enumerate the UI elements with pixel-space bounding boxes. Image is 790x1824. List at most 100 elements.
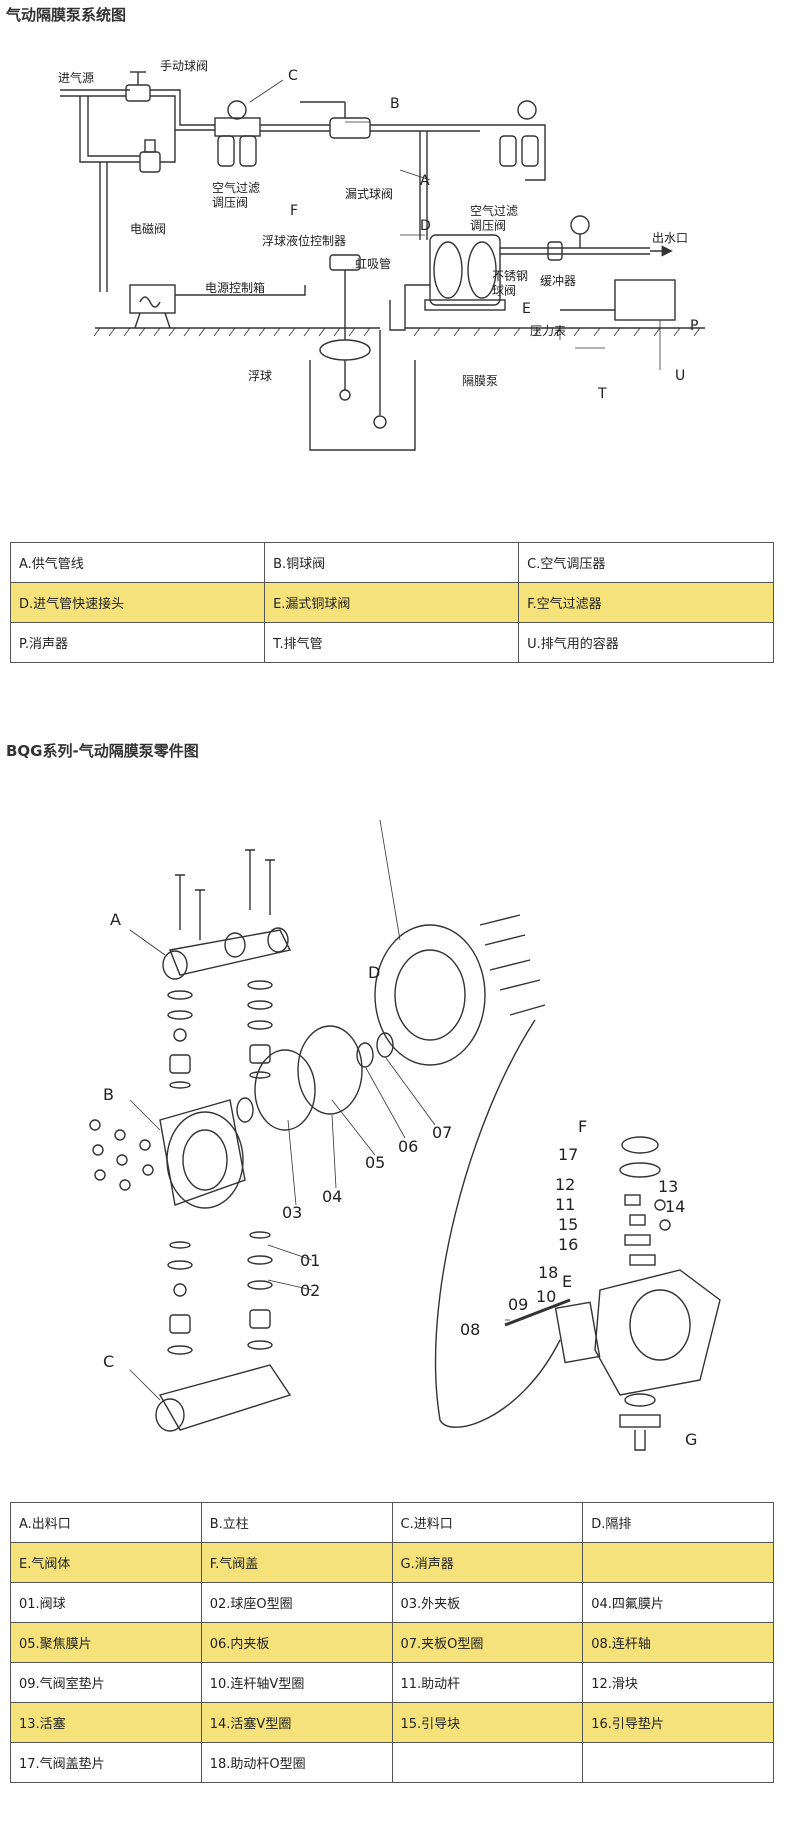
parts-label-01: 01 — [300, 1251, 320, 1270]
legend-cell: 14.活塞V型圈 — [200, 1702, 393, 1743]
right-column-parts — [247, 980, 273, 1079]
diaphragm-plates — [236, 1025, 394, 1131]
power-control-box — [129, 284, 306, 329]
label-a: A — [420, 173, 430, 189]
label-manual-ball-valve: 手动球阀 — [160, 59, 208, 73]
label-c: C — [288, 68, 298, 84]
parts-label-11: 11 — [555, 1195, 575, 1214]
legend-cell: E.气阀体 — [10, 1542, 202, 1583]
table-row: A.出料口 B.立柱 C.进料口 D.隔排 — [10, 1502, 774, 1543]
label-leak-ball-valve: 漏式球阀 — [345, 187, 393, 201]
parts-label-c: C — [103, 1352, 114, 1371]
legend-cell: D.进气管快速接头 — [9, 582, 266, 623]
pump-body — [424, 234, 506, 311]
parts-label-18: 18 — [538, 1263, 558, 1282]
legend-cell: 10.连杆轴V型圈 — [200, 1662, 393, 1703]
parts-label-12: 12 — [555, 1175, 575, 1194]
parts-leader-lines — [129, 820, 510, 1401]
parts-label-b: B — [103, 1085, 114, 1104]
legend-cell: 11.助动杆 — [391, 1662, 584, 1703]
leader-lines — [249, 79, 661, 370]
label-e: E — [522, 301, 531, 317]
label-filter-regulator-right: 空气过滤调压阀 — [470, 203, 518, 232]
parts-label-10: 10 — [536, 1287, 556, 1306]
table-row: 17.气阀盖垫片 18.助动杆O型圈 — [10, 1742, 774, 1783]
parts-label-g: G — [685, 1430, 697, 1449]
parts-label-16: 16 — [558, 1235, 578, 1254]
solenoid-valve — [139, 139, 161, 173]
parts-title: BQG系列-气动隔膜泵零件图 — [6, 742, 199, 760]
legend-cell: 18.助动杆O型圈 — [200, 1742, 393, 1783]
label-d: D — [420, 218, 431, 234]
legend-cell: 08.连杆轴 — [582, 1622, 774, 1663]
filter-regulator-left — [214, 100, 261, 167]
parts-label-03: 03 — [282, 1203, 302, 1222]
label-float-ball: 浮球 — [248, 369, 272, 383]
side-bolts — [479, 914, 546, 1016]
pump-center-body — [159, 1099, 246, 1209]
parts-label-09: 09 — [508, 1295, 528, 1314]
legend-cell: U.排气用的容器 — [518, 622, 774, 663]
valve-gasket — [554, 1301, 601, 1364]
left-column-parts — [167, 990, 193, 1089]
label-pressure-gauge: 压力表 — [530, 324, 566, 338]
valve-small-parts — [624, 1194, 671, 1266]
legend-cell: 02.球座O型圈 — [200, 1582, 393, 1623]
table-row: E.气阀体 F.气阀盖 G.消声器 — [10, 1542, 774, 1583]
legend-cell: B.铜球阀 — [264, 542, 520, 583]
air-chamber-cover — [374, 924, 486, 1066]
inlet-manifold — [155, 1364, 292, 1432]
table-row: P.消声器 T.排气管 U.排气用的容器 — [9, 622, 774, 663]
label-u: U — [675, 368, 685, 384]
parts-label-a: A — [110, 910, 121, 929]
parts-label-17: 17 — [558, 1145, 578, 1164]
label-p: P — [690, 318, 698, 334]
legend-cell: A.出料口 — [10, 1502, 202, 1543]
filter-regulator-right — [499, 100, 539, 167]
label-inlet-air: 进气源 — [58, 70, 94, 85]
legend-cell: 05.聚焦膜片 — [10, 1622, 202, 1663]
system-legend-table: A.供气管线 B.铜球阀 C.空气调压器 D.进气管快速接头 E.漏式铜球阀 F… — [9, 542, 774, 663]
table-row: A.供气管线 B.铜球阀 C.空气调压器 — [9, 542, 774, 583]
label-water-outlet: 出水口 — [652, 231, 688, 245]
label-f: F — [290, 203, 298, 219]
parts-label-15: 15 — [558, 1215, 578, 1234]
lower-column-parts — [167, 1231, 273, 1355]
legend-cell: P.消声器 — [9, 622, 266, 663]
system-diagram: 进气源 手动球阀 C B A D F E P U T 空气过滤调压阀 漏式球阀 … — [58, 59, 705, 451]
air-valve-body — [594, 1269, 721, 1396]
label-solenoid-valve: 电磁阀 — [130, 221, 166, 236]
leak-ball-valve — [300, 101, 371, 139]
parts-label-07: 07 — [432, 1123, 452, 1142]
legend-cell: 12.滑块 — [582, 1662, 774, 1703]
legend-cell — [582, 1742, 774, 1783]
parts-label-f: F — [578, 1117, 587, 1136]
legend-cell: 17.气阀盖垫片 — [10, 1742, 202, 1783]
parts-label-02: 02 — [300, 1281, 320, 1300]
system-title: 气动隔膜泵系统图 — [6, 6, 127, 24]
legend-cell: C.进料口 — [391, 1502, 584, 1543]
exhaust-container — [560, 279, 676, 321]
legend-cell: C.空气调压器 — [518, 542, 774, 583]
parts-label-e: E — [562, 1272, 572, 1291]
air-supply-line — [60, 89, 546, 292]
legend-cell: 13.活塞 — [10, 1702, 202, 1743]
label-float-controller: 浮球液位控制器 — [262, 233, 346, 248]
legend-cell: 15.引导块 — [391, 1702, 584, 1743]
parts-label-d: D — [368, 963, 380, 982]
connecting-rod — [504, 1298, 571, 1327]
parts-label-08: 08 — [460, 1320, 480, 1339]
legend-cell: D.隔排 — [582, 1502, 774, 1543]
legend-cell — [391, 1742, 584, 1783]
legend-cell: 07.夹板O型圈 — [391, 1622, 584, 1663]
parts-label-06: 06 — [398, 1137, 418, 1156]
parts-label-05: 05 — [365, 1153, 385, 1172]
manual-ball-valve — [125, 71, 151, 102]
label-filter-regulator-left: 空气过滤调压阀 — [212, 180, 260, 209]
label-buffer: 缓冲器 — [540, 273, 576, 288]
outlet-manifold — [162, 927, 292, 980]
label-diaphragm-pump: 隔膜泵 — [462, 374, 498, 388]
outlet-line — [500, 215, 673, 261]
top-bolts — [175, 849, 275, 940]
parts-label-04: 04 — [322, 1187, 342, 1206]
